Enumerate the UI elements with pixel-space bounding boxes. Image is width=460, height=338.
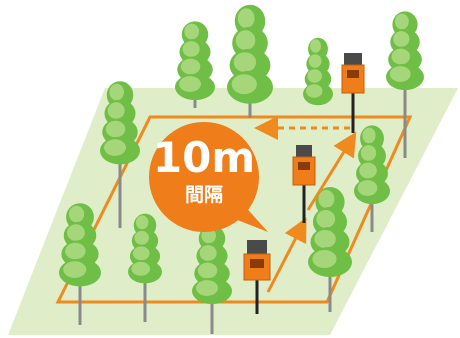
tree-group — [59, 4, 424, 334]
sensor-device-icon — [243, 240, 271, 314]
tree-icon — [386, 11, 424, 158]
spacing-label: 間隔 — [184, 184, 223, 206]
tree-icon — [227, 4, 273, 118]
tree-icon — [59, 203, 101, 325]
tree-icon — [128, 213, 162, 322]
sensor-device-icon — [341, 53, 365, 133]
solid-arrow-upper — [306, 131, 357, 211]
tree-icon — [100, 81, 140, 228]
distance-label: 10m — [152, 133, 256, 182]
tree-icon — [192, 225, 232, 334]
tree-icon — [308, 187, 352, 312]
tree-icon — [354, 125, 390, 232]
tree-icon — [175, 21, 215, 108]
sensor-device-icon — [292, 145, 316, 223]
distance-callout — [149, 122, 268, 232]
tree-icon — [303, 37, 333, 106]
solid-arrow-lower — [266, 217, 307, 293]
